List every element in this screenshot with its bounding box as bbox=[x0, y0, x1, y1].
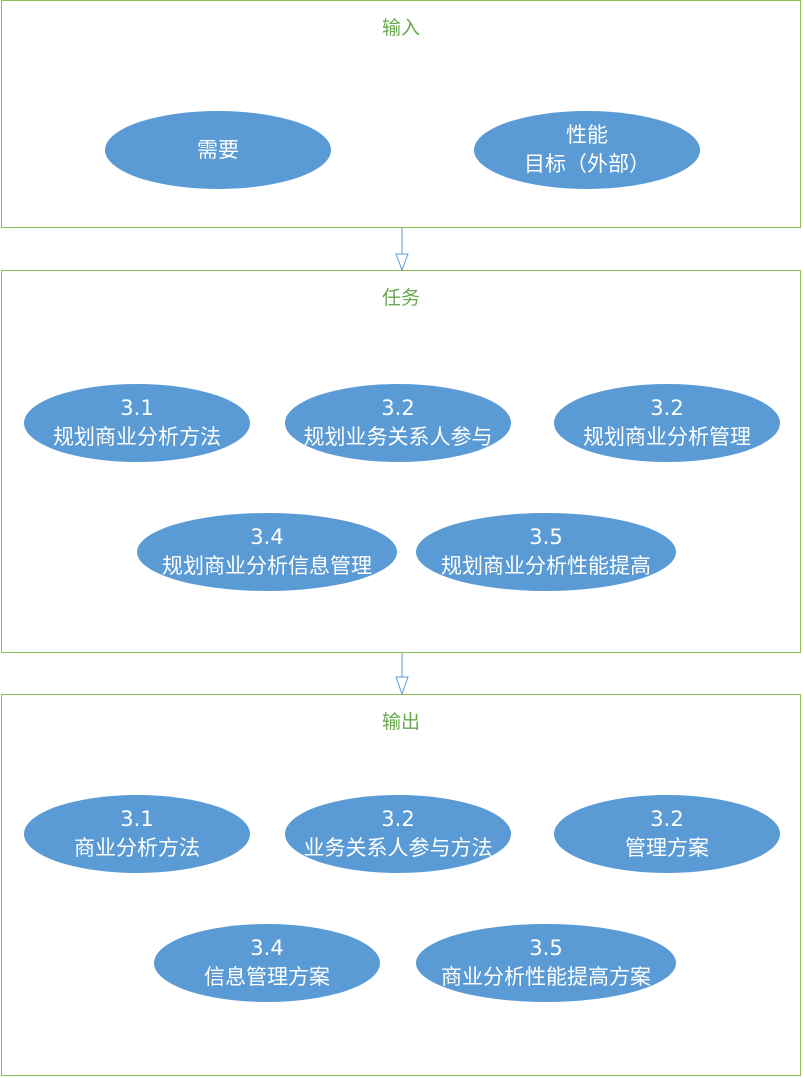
task-3-2-management: 3.2 规划商业分析管理 bbox=[554, 384, 780, 462]
task-number: 3.4 bbox=[250, 525, 284, 549]
output-label: 业务关系人参与方法 bbox=[303, 836, 493, 860]
task-label: 规划商业分析性能提高 bbox=[441, 554, 651, 578]
output-label: 商业分析方法 bbox=[74, 836, 200, 860]
output-3-1: 3.1 商业分析方法 bbox=[24, 795, 250, 873]
arrow-down-icon bbox=[395, 653, 409, 696]
output-3-5: 3.5 商业分析性能提高方案 bbox=[416, 924, 676, 1002]
task-3-2-stakeholder: 3.2 规划业务关系人参与 bbox=[285, 384, 511, 462]
input-goal-line1: 性能 bbox=[566, 123, 608, 147]
output-number: 3.1 bbox=[120, 807, 154, 831]
output-3-4: 3.4 信息管理方案 bbox=[154, 924, 380, 1002]
tasks-title: 任务 bbox=[381, 287, 420, 309]
task-label: 规划商业分析信息管理 bbox=[162, 554, 372, 578]
input-need: 需要 bbox=[105, 111, 331, 189]
output-number: 3.2 bbox=[650, 807, 684, 831]
task-number: 3.1 bbox=[120, 396, 154, 420]
output-label: 信息管理方案 bbox=[204, 965, 330, 989]
task-label: 规划商业分析方法 bbox=[53, 425, 221, 449]
task-number: 3.5 bbox=[529, 525, 563, 549]
arrow-down-icon bbox=[395, 228, 409, 271]
output-title: 输出 bbox=[381, 711, 420, 733]
task-number: 3.2 bbox=[650, 396, 684, 420]
output-number: 3.5 bbox=[529, 936, 563, 960]
input-title: 输入 bbox=[381, 17, 420, 39]
output-label: 商业分析性能提高方案 bbox=[441, 965, 651, 989]
input-goal-line2: 目标（外部） bbox=[524, 152, 650, 176]
input-need-label: 需要 bbox=[197, 137, 239, 162]
task-3-4: 3.4 规划商业分析信息管理 bbox=[137, 513, 397, 591]
input-section: 输入 需要 性能 目标（外部） bbox=[1, 0, 801, 228]
task-3-1: 3.1 规划商业分析方法 bbox=[24, 384, 250, 462]
input-performance-goal: 性能 目标（外部） bbox=[474, 111, 700, 189]
output-section: 输出 3.1 商业分析方法 3.2 业务关系人参与方法 3.2 管理方案 3.4… bbox=[1, 694, 801, 1076]
task-label: 规划商业分析管理 bbox=[583, 425, 751, 449]
task-3-5: 3.5 规划商业分析性能提高 bbox=[416, 513, 676, 591]
output-number: 3.2 bbox=[381, 807, 415, 831]
output-number: 3.4 bbox=[250, 936, 284, 960]
task-label: 规划业务关系人参与 bbox=[303, 425, 493, 449]
output-3-2-management: 3.2 管理方案 bbox=[554, 795, 780, 873]
task-number: 3.2 bbox=[381, 396, 415, 420]
output-3-2-stakeholder: 3.2 业务关系人参与方法 bbox=[285, 795, 511, 873]
output-label: 管理方案 bbox=[625, 836, 709, 860]
tasks-section: 任务 3.1 规划商业分析方法 3.2 规划业务关系人参与 3.2 规划商业分析… bbox=[1, 270, 801, 653]
